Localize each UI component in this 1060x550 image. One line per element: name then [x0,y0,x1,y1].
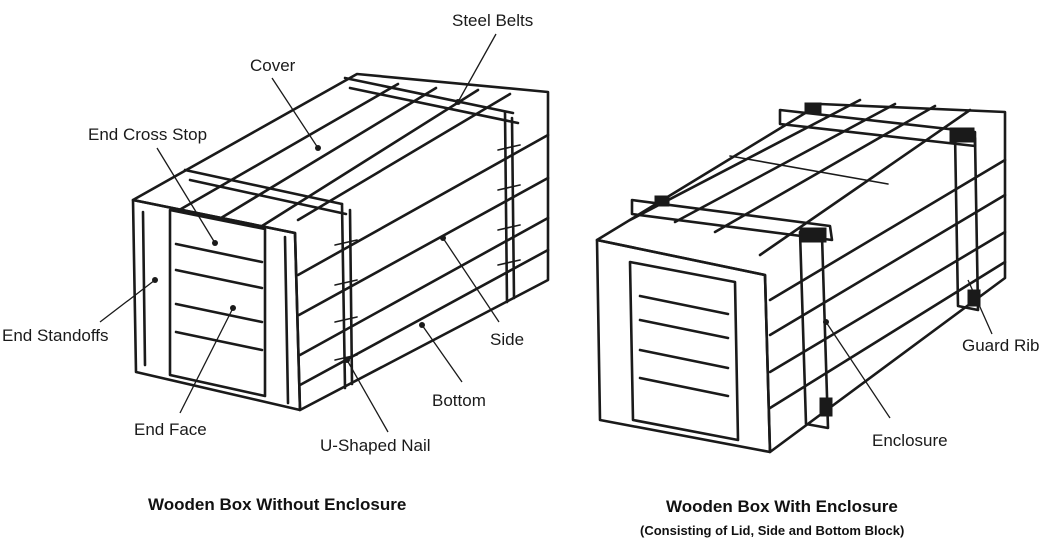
label-end-standoffs: End Standoffs [2,326,109,345]
label-side: Side [490,330,524,349]
leader-lines-right [823,279,993,419]
label-end-cross-stop: End Cross Stop [88,125,207,144]
lid-plank [713,104,937,234]
lid-plank [758,108,972,257]
end-face-slat [174,242,264,264]
steel-belt-side [503,110,509,304]
crate-with-enclosure: Guard Rib Enclosure Wooden Box With Encl… [595,98,1039,538]
enclosure-end-slat [638,376,730,398]
cover-plank [179,82,400,211]
steel-belt-side [510,116,516,300]
enclosure-side-plank [768,260,1007,410]
steel-belt-rear [348,86,520,125]
label-bottom: Bottom [432,391,486,410]
end-face-slat [174,330,264,352]
end-face-slat [174,268,264,290]
side-plank [298,248,550,387]
enclosure-end-slat [638,318,730,340]
label-cover: Cover [250,56,296,75]
lid-nail-line [729,155,889,185]
enclosure-side-plank [768,193,1007,337]
label-guard-rib: Guard Rib [962,336,1039,355]
subcaption-with-enclosure: (Consisting of Lid, Side and Bottom Bloc… [640,523,904,538]
steel-belt-front [183,168,344,206]
lid-plank [673,102,897,224]
enclosure-end-inner [628,260,740,442]
enclosure-end-outline [595,238,772,454]
enclosure-end-slat [638,348,730,370]
label-end-face: End Face [134,420,207,439]
steel-belt-rear [343,76,515,115]
caption-without-enclosure: Wooden Box Without Enclosure [148,495,406,514]
caption-with-enclosure: Wooden Box With Enclosure [666,497,898,516]
steel-belt-side [348,208,354,386]
guard-blocks [654,102,981,417]
label-steel-belts: Steel Belts [452,11,533,30]
enclosure-end-slat [638,294,730,316]
leader-lines-left [99,33,500,433]
u-shaped-nails [334,144,521,361]
label-enclosure: Enclosure [872,431,948,450]
enclosure-side-plank [768,158,1007,302]
end-standoff-right [283,235,290,405]
end-face-slat [174,302,264,324]
enclosure-side-plank [768,230,1007,374]
label-u-shaped-nail: U-Shaped Nail [320,436,431,455]
crate-without-enclosure: Steel Belts Cover End Cross Stop End Sta… [2,11,550,514]
end-face-outline [131,198,302,412]
side-plank [296,133,550,277]
end-face-inner-panel [168,208,267,398]
cover-plank [219,86,438,220]
enclosure-top-rail [778,108,977,148]
steel-belt-front [188,178,348,216]
enclosure-top-rail [630,198,834,242]
